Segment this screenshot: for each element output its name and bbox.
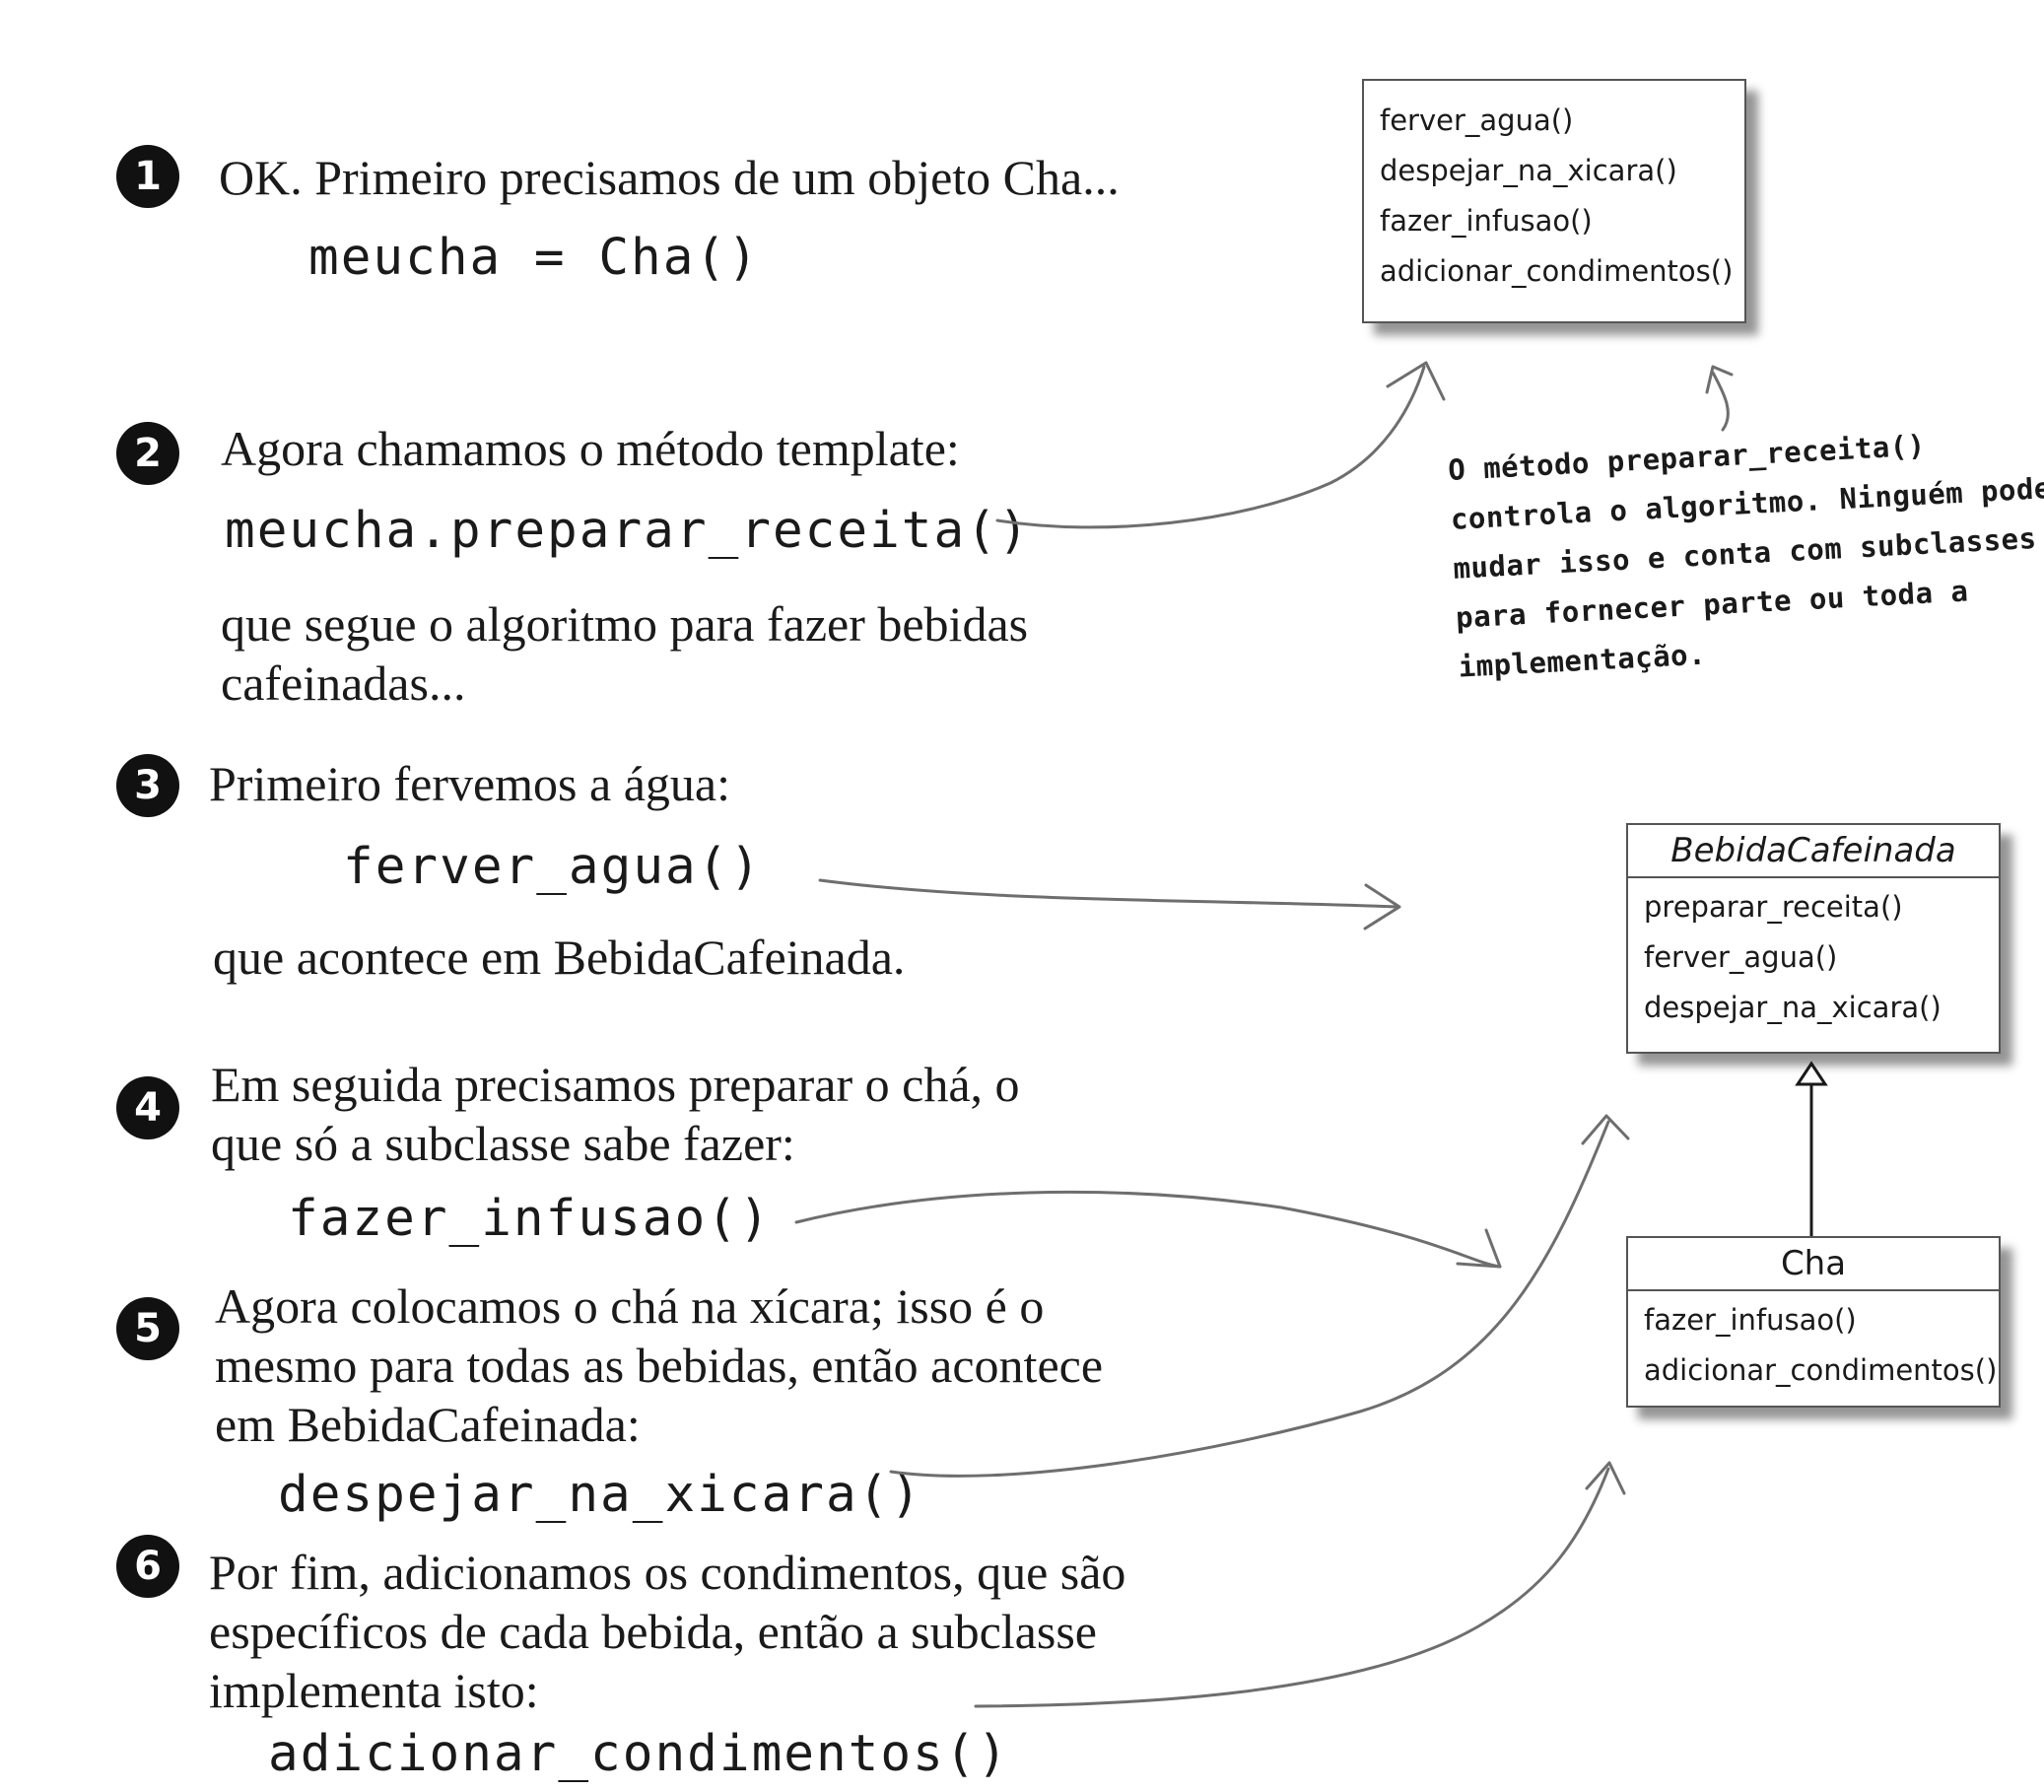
superclass-name: BebidaCafeinada (1628, 825, 1999, 878)
algorithm-method: adicionar_condimentos() (1380, 254, 1734, 288)
subclass-name: Cha (1628, 1238, 1999, 1291)
superclass-method: preparar_receita() (1644, 890, 1903, 924)
arrow-head-fazer-infusao (1456, 1228, 1502, 1269)
step-2-text: Agora chamamos o método template: (221, 421, 960, 476)
superclass-methods: preparar_receita() ferver_agua() despeja… (1628, 878, 1999, 1033)
step-4-badge: 4 (116, 1076, 179, 1139)
arrow-preparar-receita (995, 365, 1426, 529)
step-3-after: que acontece em BebidaCafeinada. (213, 930, 906, 985)
step-3-badge: 3 (116, 754, 179, 817)
superclass-method: despejar_na_xicara() (1644, 991, 1942, 1024)
arrow-fazer-infusao (794, 1190, 1502, 1269)
step-5-text-line-3: em BebidaCafeinada: (215, 1397, 641, 1452)
arrow-head-preparar-receita (1386, 361, 1446, 401)
step-4-text-line-2: que só a subclasse sabe fazer: (211, 1116, 795, 1171)
step-3-text: Primeiro fervemos a água: (209, 756, 730, 811)
arrow-despejar-na-xicara (889, 1120, 1610, 1478)
step-1-text: OK. Primeiro precisamos de um objeto Cha… (219, 150, 1120, 205)
step-1-badge: 1 (116, 145, 179, 208)
step-2-after-line-1: que segue o algoritmo para fazer bebidas (221, 596, 1029, 652)
arrow-head-despejar-na-xicara (1581, 1114, 1630, 1145)
inheritance-triangle (1795, 1061, 1828, 1086)
step-2-code: meucha.preparar_receita() (225, 502, 1031, 560)
step-5-text-line-1: Agora colocamos o chá na xícara; isso é … (215, 1278, 1045, 1334)
step-5-badge: 5 (116, 1297, 179, 1360)
arrow-head-adicionar-condimentos (1585, 1461, 1626, 1495)
subclass-methods: fazer_infusao() adicionar_condimentos() (1628, 1291, 1999, 1396)
arrow-annotation (1711, 371, 1730, 432)
step-6-text-line-3: implementa isto: (209, 1663, 539, 1718)
superclass-method: ferver_agua() (1644, 940, 1838, 974)
algorithm-method: fazer_infusao() (1380, 204, 1593, 238)
step-4-text-line-1: Em seguida precisamos preparar o chá, o (211, 1057, 1020, 1112)
step-3-code: ferver_agua() (343, 838, 763, 896)
subclass-box: Cha fazer_infusao() adicionar_condimento… (1626, 1236, 2001, 1408)
step-5-code: despejar_na_xicara() (278, 1466, 923, 1524)
step-1-code: meucha = Cha() (308, 229, 760, 287)
subclass-method: adicionar_condimentos() (1644, 1353, 1998, 1387)
arrow-adicionar-condimentos (974, 1467, 1610, 1708)
arrow-head-ferver-agua (1363, 883, 1401, 930)
step-6-text-line-1: Por fim, adicionamos os condimentos, que… (209, 1545, 1126, 1600)
step-6-text-line-2: específicos de cada bebida, então a subc… (209, 1604, 1097, 1659)
arrow-head-annotation (1705, 365, 1734, 394)
algorithm-methods-box: ferver_agua() despejar_na_xicara() fazer… (1362, 79, 1746, 323)
step-6-code: adicionar_condimentos() (268, 1725, 1010, 1783)
algorithm-method: ferver_agua() (1380, 103, 1574, 137)
superclass-box: BebidaCafeinada preparar_receita() ferve… (1626, 823, 2001, 1054)
step-2-after-line-2: cafeinadas... (221, 655, 466, 711)
step-5-text-line-2: mesmo para todas as bebidas, então acont… (215, 1338, 1104, 1393)
step-6-badge: 6 (116, 1535, 179, 1598)
step-4-code: fazer_infusao() (288, 1190, 772, 1248)
step-2-badge: 2 (116, 422, 179, 485)
algorithm-method: despejar_na_xicara() (1380, 154, 1677, 187)
arrow-ferver-agua (818, 878, 1399, 909)
subclass-method: fazer_infusao() (1644, 1303, 1857, 1337)
